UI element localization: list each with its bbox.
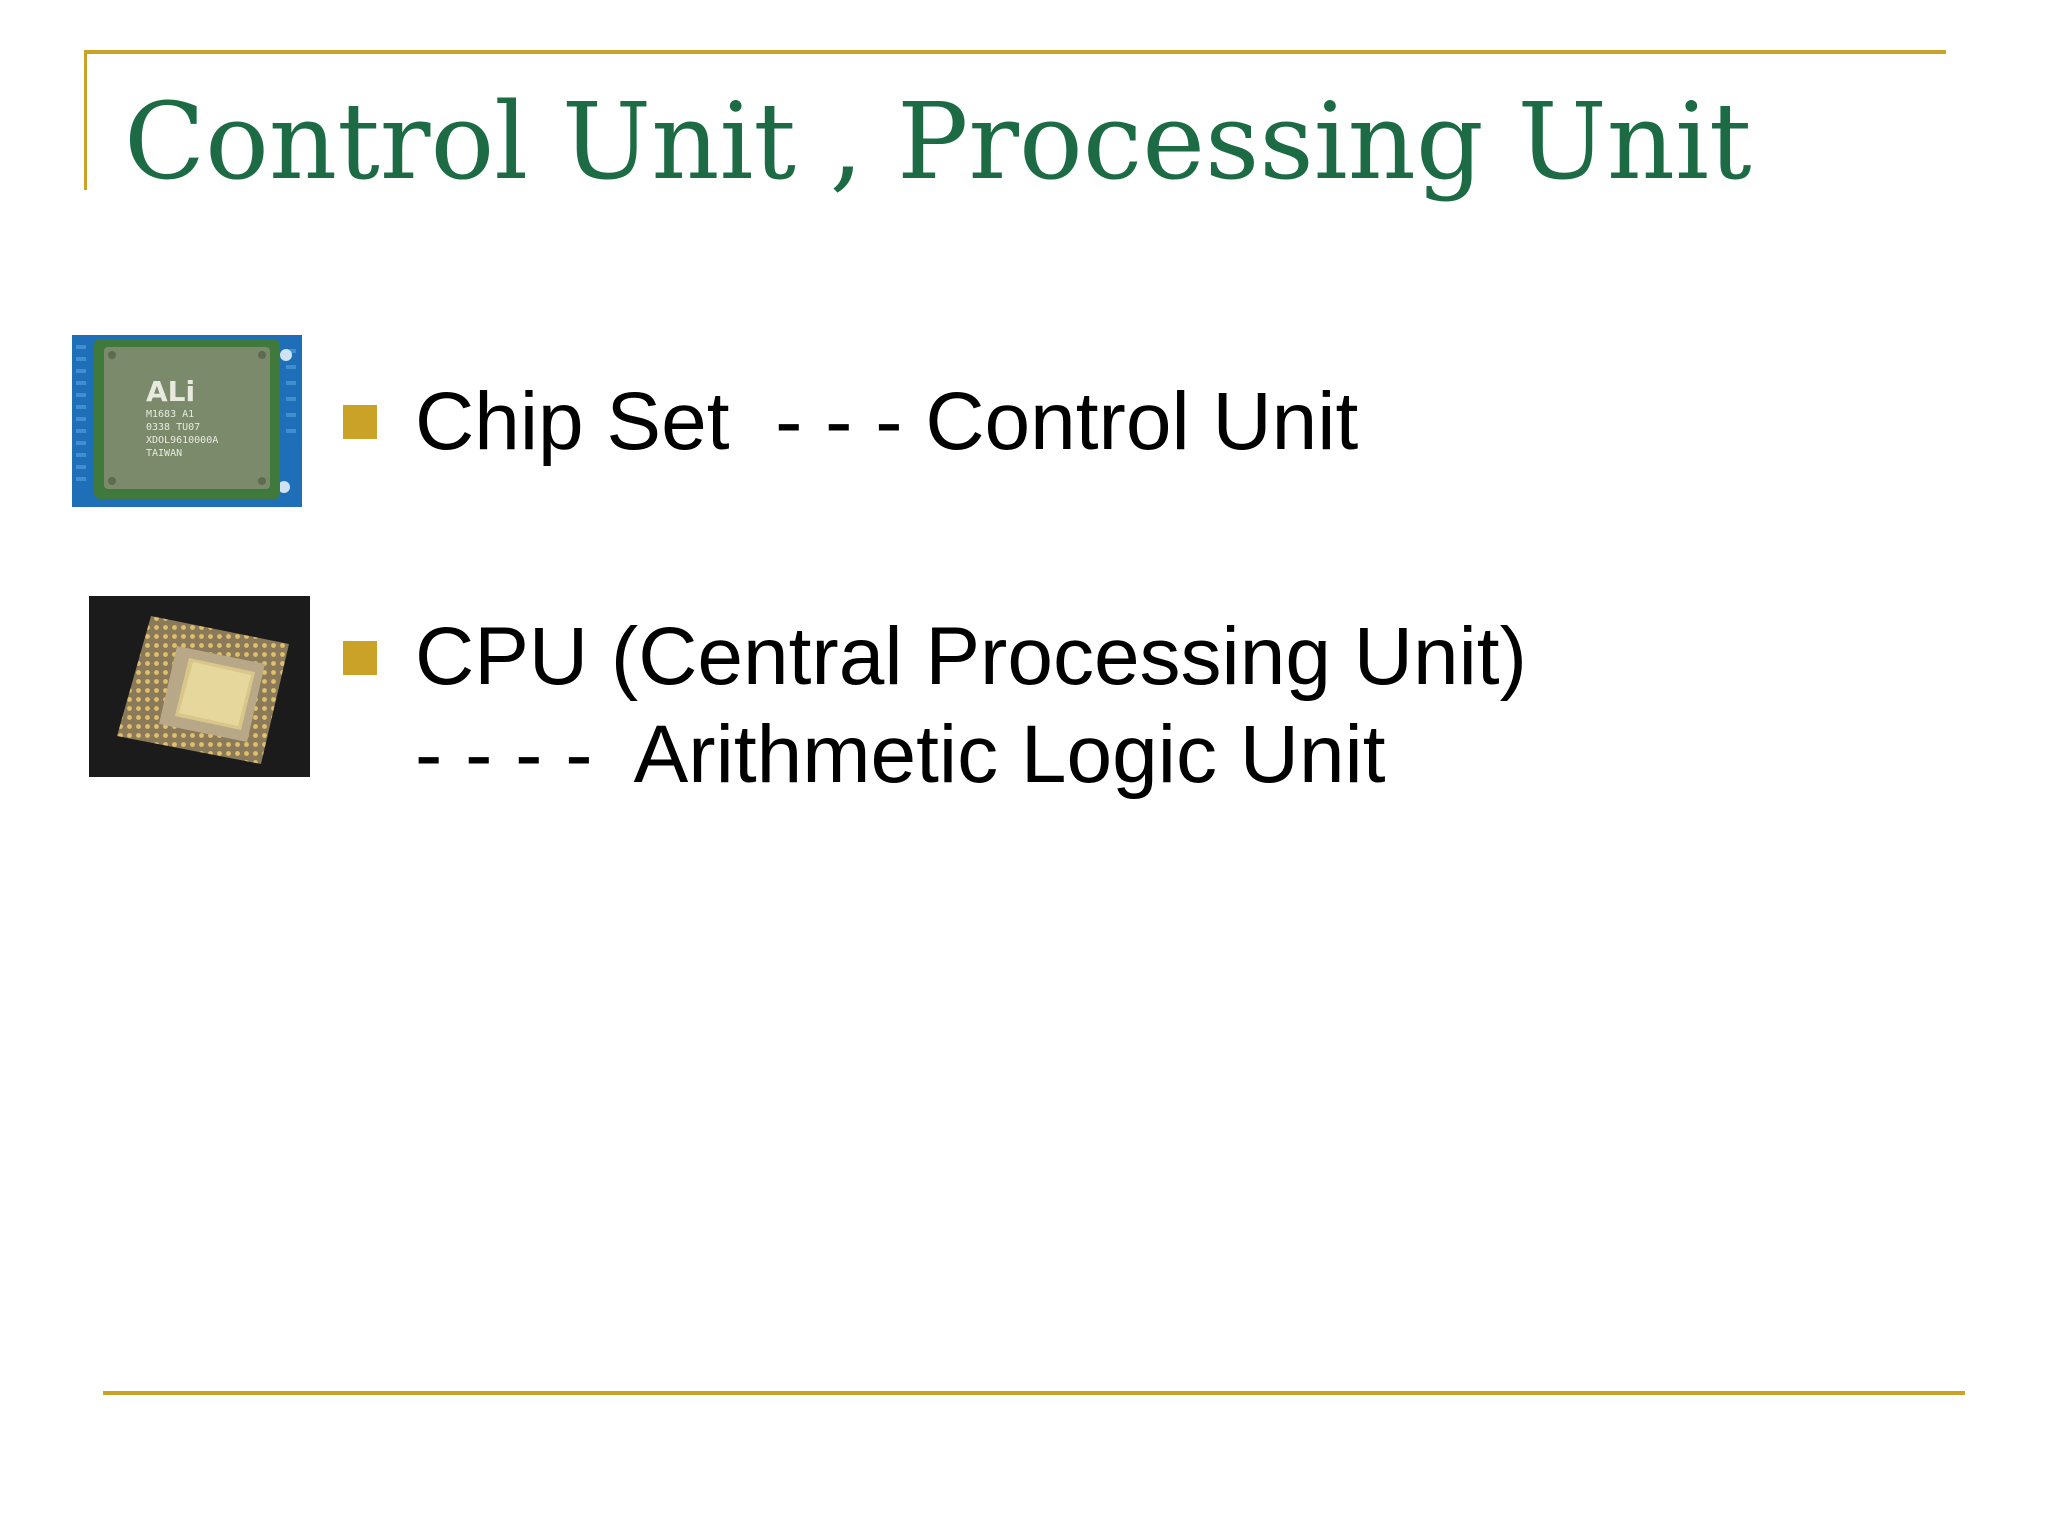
bullet-marker xyxy=(343,641,377,675)
chip-marking-line: M1683 A1 xyxy=(146,409,194,420)
bullet-cpu-line2: - - - - Arithmetic Logic Unit xyxy=(415,709,1386,800)
bullet-cpu-line1: CPU (Central Processing Unit) xyxy=(415,611,1527,702)
top-rule xyxy=(84,50,1946,54)
left-rule xyxy=(84,50,87,190)
bottom-rule xyxy=(103,1391,1965,1395)
chipset-photo-icon: ALi M1683 A1 0338 TU07 XDOL9610000A TAIW… xyxy=(72,335,302,507)
bullet-chipset-text: Chip Set - - - Control Unit xyxy=(415,376,1359,467)
chip-marking-line: XDOL9610000A xyxy=(146,435,218,446)
chip-marking-line: TAIWAN xyxy=(146,448,182,459)
chip-marking-line: 0338 TU07 xyxy=(146,422,200,433)
chip-marking-brand: ALi xyxy=(146,375,195,408)
slide-title: Control Unit , Processing Unit xyxy=(124,80,1752,203)
bullet-marker xyxy=(343,405,377,439)
cpu-photo-icon xyxy=(89,596,310,777)
